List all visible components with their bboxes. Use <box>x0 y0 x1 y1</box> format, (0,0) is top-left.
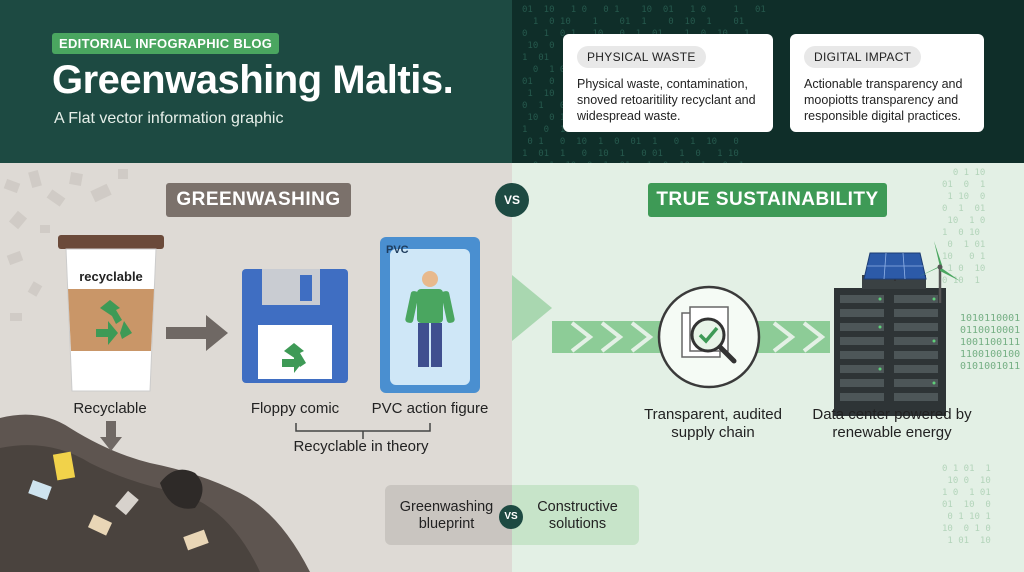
card-physical-waste: PHYSICAL WASTE Physical waste, contamina… <box>563 34 773 132</box>
wind-turbine-icon <box>918 241 960 303</box>
pvc-tag: PVC <box>386 244 409 256</box>
comparison-left: Greenwashing blueprint <box>385 485 512 545</box>
comparison-vs-badge: VS <box>499 505 523 529</box>
landfill-icon <box>0 414 310 572</box>
action-figure-icon <box>380 237 480 393</box>
data-center-caption: Data center powered by renewable energy <box>812 406 972 441</box>
sustainability-illustration <box>512 241 960 416</box>
chevron-icon <box>512 275 552 341</box>
arrow-down-icon <box>100 421 122 451</box>
bracket-caption: Recyclable in theory <box>293 438 429 455</box>
supply-chain-caption: Transparent, audited supply chain <box>644 406 782 441</box>
page-subtitle: A Flat vector information graphic <box>54 110 284 127</box>
greenwashing-label: GREENWASHING <box>166 183 351 217</box>
page-title: Greenwashing Maltis. <box>52 58 454 102</box>
card-title: DIGITAL IMPACT <box>804 46 922 68</box>
floppy-disk-icon <box>242 269 348 383</box>
bracket-line <box>295 423 431 432</box>
audit-magnifier-icon <box>657 285 761 389</box>
true-sustainability-label: TRUE SUSTAINABILITY <box>648 183 887 217</box>
floppy-caption: Floppy comic <box>250 400 340 417</box>
card-title: PHYSICAL WASTE <box>577 46 706 68</box>
binary-pattern: 0 1 01 1 10 0 10 1 0 1 01 01 10 0 0 1 10… <box>942 464 991 546</box>
category-tag: EDITORIAL INFOGRAPHIC BLOG <box>52 33 280 54</box>
cup-label: recyclable <box>79 269 143 284</box>
comparison-left-text: Greenwashing blueprint <box>399 499 494 532</box>
comparison-right-text: Constructive solutions <box>537 499 618 532</box>
coffee-cup-icon <box>58 235 164 392</box>
vs-badge: VS <box>495 183 529 217</box>
header: 01 10 1 0 0 1 10 01 1 0 1 01 1 0 10 1 01… <box>0 0 1024 163</box>
pipeline-arrows-icon <box>552 321 830 353</box>
card-body: Actionable transparency and moopiotts tr… <box>804 77 963 123</box>
card-body: Physical waste, contamination, snoved re… <box>577 77 756 123</box>
cup-caption: Recyclable <box>73 400 147 417</box>
greenwashing-illustration: recyclable PVC <box>0 169 480 572</box>
binary-pattern: 1010110001 0110010001 1001100111 1100100… <box>960 313 1021 372</box>
solar-panel-icon <box>863 252 927 281</box>
trash-scatter-icon <box>3 169 128 321</box>
data-center-icon <box>834 275 946 416</box>
binary-pattern: 0 1 10 01 0 1 1 10 0 0 1 01 10 1 0 1 0 1… <box>942 168 986 286</box>
comparison-right: Constructive solutions <box>512 485 639 545</box>
card-digital-impact: DIGITAL IMPACT Actionable transparency a… <box>790 34 984 132</box>
arrow-right-icon <box>166 315 228 351</box>
comparison-box: Greenwashing blueprint Constructive solu… <box>385 485 639 545</box>
pvc-caption: PVC action figure <box>371 400 489 417</box>
